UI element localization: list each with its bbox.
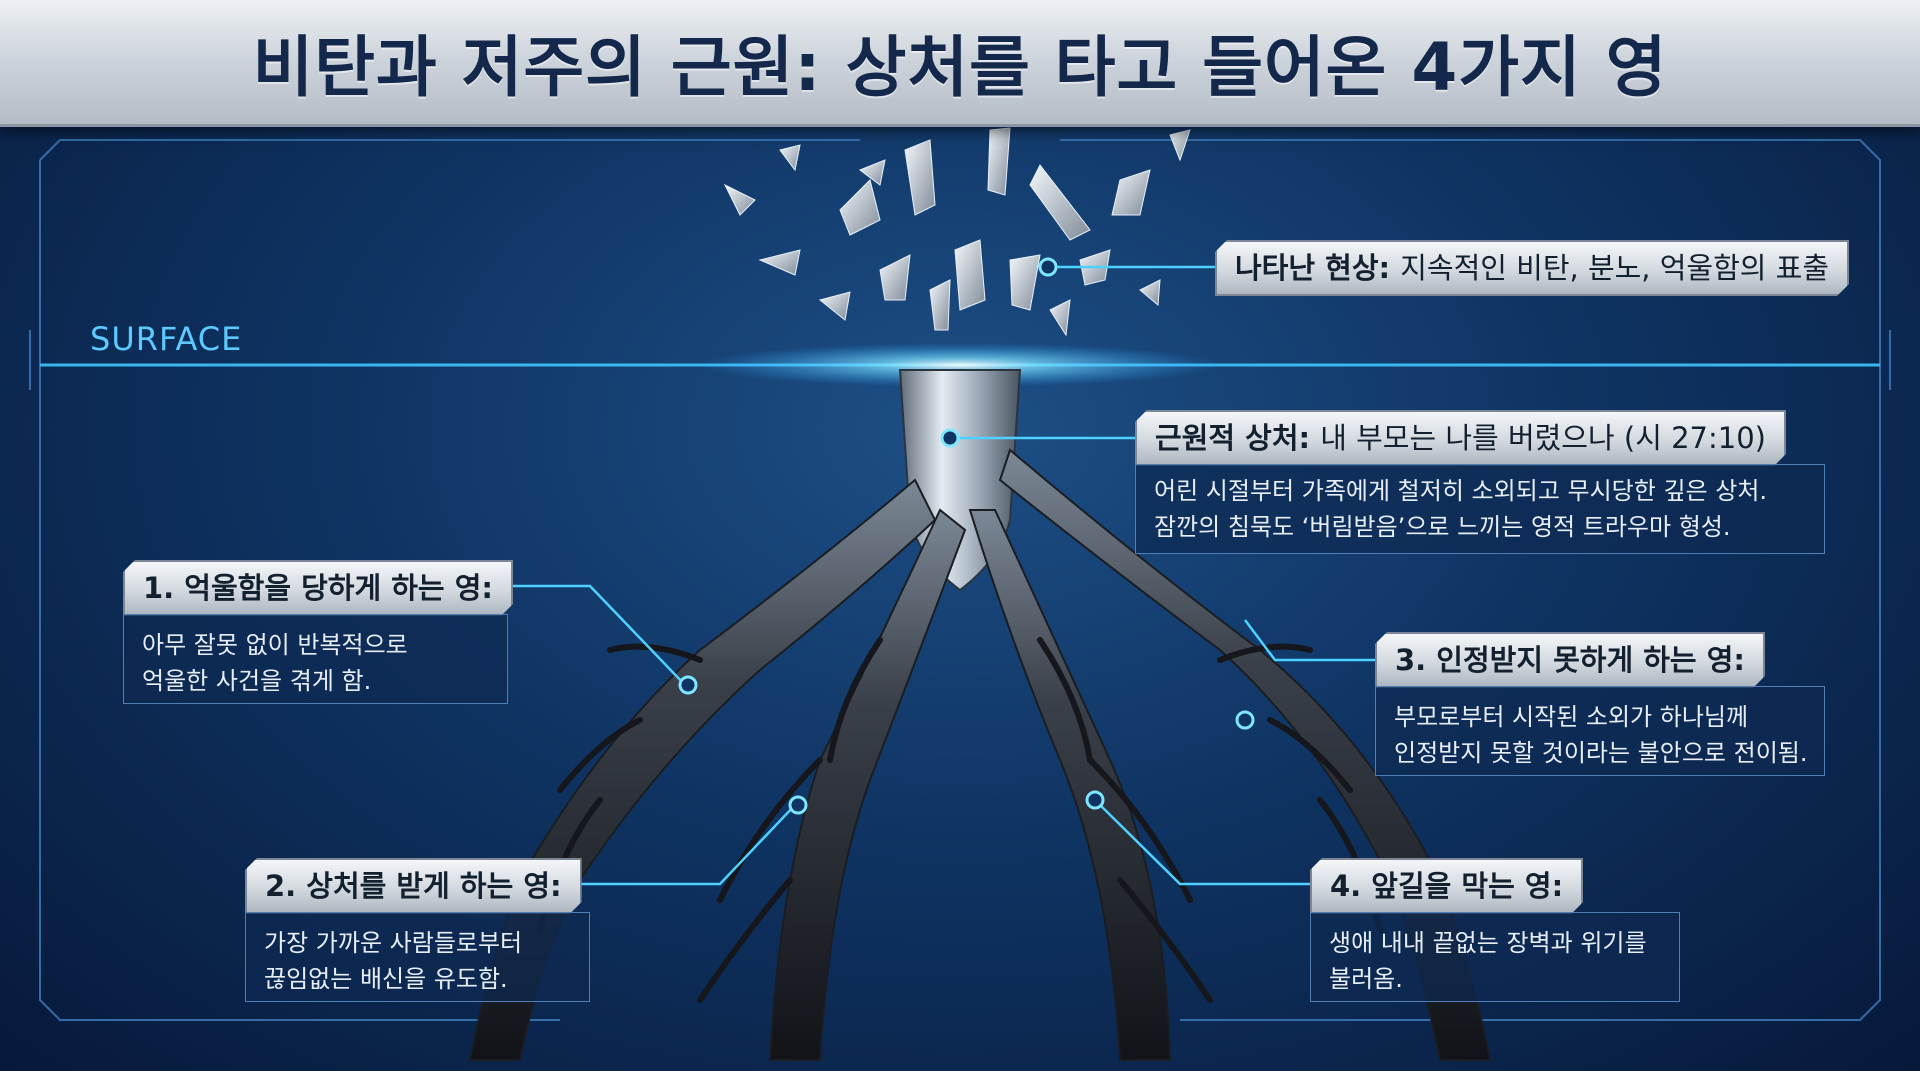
phenomenon-label: 나타난 현상: bbox=[1235, 251, 1391, 285]
spirit-2-description: 가장 가까운 사람들로부터 끊임없는 배신을 유도함. bbox=[245, 912, 590, 1002]
spirit-3-desc-line-1: 부모로부터 시작된 소외가 하나님께 bbox=[1394, 703, 1749, 731]
shattered-glass-icon bbox=[723, 127, 1191, 337]
spirit-2-desc-line-1: 가장 가까운 사람들로부터 bbox=[264, 929, 523, 957]
frame-lines bbox=[29, 139, 1891, 1021]
spirit-3-heading: 3. 인정받지 못하게 하는 영: bbox=[1375, 632, 1765, 688]
spirit-2-heading: 2. 상처를 받게 하는 영: bbox=[245, 858, 582, 914]
phenomenon-callout: 나타난 현상: 지속적인 비탄, 분노, 억울함의 표출 bbox=[1215, 240, 1849, 296]
spirit-2-desc-line-2: 끊임없는 배신을 유도함. bbox=[264, 965, 508, 993]
title-bar: 비탄과 저주의 근원: 상처를 타고 들어온 4가지 영 bbox=[0, 0, 1920, 127]
spirit-3-description: 부모로부터 시작된 소외가 하나님께 인정받지 못할 것이라는 불안으로 전이됨… bbox=[1375, 686, 1825, 776]
root-wound-desc-line-2: 잠깐의 침묵도 ‘버림받음’으로 느끼는 영적 트라우마 형성. bbox=[1154, 513, 1731, 541]
connector-node-icon bbox=[678, 257, 1255, 815]
spirit-1-desc-line-2: 억울한 사건을 겪게 함. bbox=[142, 667, 372, 695]
page-title: 비탄과 저주의 근원: 상처를 타고 들어온 4가지 영 bbox=[252, 29, 1668, 106]
phenomenon-text: 지속적인 비탄, 분노, 억울함의 표출 bbox=[1400, 251, 1830, 285]
spirit-4-description: 생애 내내 끝없는 장벽과 위기를 불러옴. bbox=[1310, 912, 1680, 1002]
spirit-4-desc-line-1: 생애 내내 끝없는 장벽과 위기를 bbox=[1329, 929, 1647, 957]
spirit-4-desc-line-2: 불러옴. bbox=[1329, 965, 1403, 993]
root-wound-callout: 근원적 상처: 내 부모는 나를 버렸으나 (시 27:10) bbox=[1135, 410, 1786, 466]
root-wound-label: 근원적 상처: bbox=[1155, 421, 1311, 455]
spirit-4-heading: 4. 앞길을 막는 영: bbox=[1310, 858, 1583, 914]
root-wound-text: 내 부모는 나를 버렸으나 (시 27:10) bbox=[1320, 421, 1766, 455]
root-wound-description: 어린 시절부터 가족에게 철저히 소외되고 무시당한 깊은 상처. 잠깐의 침묵… bbox=[1135, 464, 1825, 554]
spirit-1-description: 아무 잘못 없이 반복적으로 억울한 사건을 겪게 함. bbox=[123, 614, 508, 704]
spirit-1-desc-line-1: 아무 잘못 없이 반복적으로 bbox=[142, 631, 408, 659]
spirit-1-heading: 1. 억울함을 당하게 하는 영: bbox=[123, 560, 513, 616]
surface-label: SURFACE bbox=[90, 320, 243, 358]
connector-lines bbox=[508, 265, 1375, 886]
root-wound-desc-line-1: 어린 시절부터 가족에게 철저히 소외되고 무시당한 깊은 상처. bbox=[1154, 477, 1768, 505]
spirit-3-desc-line-2: 인정받지 못할 것이라는 불안으로 전이됨. bbox=[1394, 739, 1808, 767]
